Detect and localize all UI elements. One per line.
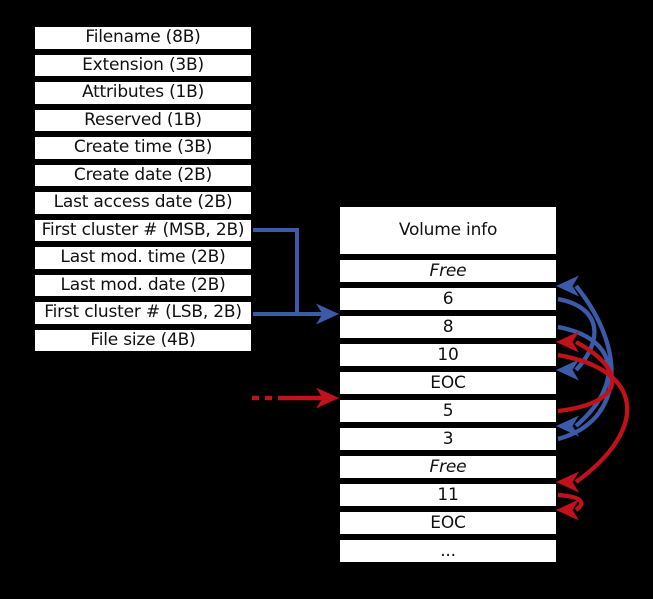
fat-chain-arrowhead	[556, 359, 579, 381]
fat-entry-7: 5	[338, 398, 558, 424]
dir-field-first-cluster-msb: First cluster # (MSB, 2B)	[33, 217, 253, 243]
dir-field-create-date: Create date (2B)	[33, 162, 253, 188]
dir-field-create-time: Create time (3B)	[33, 135, 253, 161]
fat-entry-2: Free	[338, 258, 558, 284]
fat-table: Volume info Free 6 8 10 EOC 5 3 Free 11 …	[338, 205, 558, 566]
fat-entry-5: 10	[338, 342, 558, 368]
fat-chain-arc	[557, 352, 630, 484]
fat-chain-arrowhead	[556, 415, 579, 437]
fat-chain-arc	[557, 340, 615, 414]
fat-entry-more: ...	[338, 538, 558, 564]
first-cluster-msb-line	[253, 228, 299, 314]
fat-entry-4: 8	[338, 314, 558, 340]
fat-entry-11: EOC	[338, 510, 558, 536]
fat-chain-arc	[557, 296, 597, 372]
fat-entry-10: 11	[338, 482, 558, 508]
fat-header-volume-info: Volume info	[338, 205, 558, 256]
fat-chain-arrowhead	[556, 499, 579, 521]
fat-chain-arc	[557, 492, 584, 512]
dir-field-last-mod-date: Last mod. date (2B)	[33, 272, 253, 298]
first-cluster-arrowhead	[316, 303, 339, 325]
dir-field-attributes: Attributes (1B)	[33, 80, 253, 106]
external-pointer-arrowhead	[316, 387, 339, 409]
dir-field-extension: Extension (3B)	[33, 52, 253, 78]
fat-chain-arrowhead	[556, 275, 579, 297]
dir-field-file-size: File size (4B)	[33, 327, 253, 353]
directory-entry-table: Filename (8B) Extension (3B) Attributes …	[33, 25, 253, 355]
dir-field-last-access: Last access date (2B)	[33, 190, 253, 216]
fat-chain-arrowhead	[556, 471, 579, 493]
dir-field-first-cluster-lsb: First cluster # (LSB, 2B)	[33, 300, 253, 326]
fat-chain-arc	[557, 284, 614, 442]
fat-chain-arc	[557, 324, 611, 428]
dir-field-reserved: Reserved (1B)	[33, 107, 253, 133]
fat-chain-arrowhead	[556, 331, 579, 353]
fat-entry-3: 6	[338, 286, 558, 312]
dir-field-last-mod-time: Last mod. time (2B)	[33, 245, 253, 271]
fat-entry-8: 3	[338, 426, 558, 452]
fat-entry-6: EOC	[338, 370, 558, 396]
dir-field-filename: Filename (8B)	[33, 25, 253, 51]
fat-entry-9: Free	[338, 454, 558, 480]
